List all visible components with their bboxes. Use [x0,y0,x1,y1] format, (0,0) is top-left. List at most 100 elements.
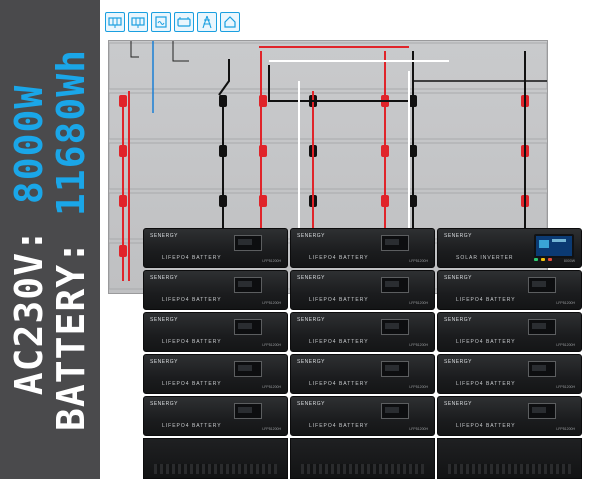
source-icon-bar [105,12,240,34]
unit-brand: SENERGY [297,275,325,281]
positive-wire [122,91,130,281]
positive-wire [260,51,386,241]
unit-brand: SENERGY [150,317,178,323]
battery-module: SENERGY LIFEPO4 BATTERY LFP51200H [143,270,288,310]
unit-brand: SENERGY [444,317,472,323]
unit-model-code: LFP51200H [409,259,428,263]
unit-model: LIFEPO4 BATTERY [162,297,222,303]
battery-module: SENERGY LIFEPO4 BATTERY LFP51200H [437,270,582,310]
unit-model: LIFEPO4 BATTERY [309,423,369,429]
battery-module: SENERGY LIFEPO4 BATTERY LFP51200H [437,396,582,436]
battery-display [381,361,409,377]
unit-model: LIFEPO4 BATTERY [309,381,369,387]
negative-wire [218,51,526,241]
battery-module: SENERGY LIFEPO4 BATTERY LFP51200H [143,396,288,436]
unit-model-code: LFP51200H [409,427,428,431]
unit-model-code: LFP51200H [556,343,575,347]
battery-display [381,277,409,293]
ac-power-label: AC230V: [7,228,51,396]
solar-panel-icon [128,12,148,32]
ac-power-line: AC230V: 8000W [7,5,51,475]
unit-model-code: 8000W [563,259,575,263]
battery-capacity-label: BATTERY: [49,240,93,432]
spec-banner: AC230V: 8000W BATTERY: 11680Wh [0,0,100,479]
spec-banner-text: AC230V: 8000W BATTERY: 11680Wh [7,5,93,475]
battery-display [528,277,556,293]
status-leds [534,258,552,261]
unit-brand: SENERGY [150,275,178,281]
unit-model-code: LFP51200H [409,343,428,347]
unit-model: SOLAR INVERTER [456,255,514,261]
battery-module: SENERGY LIFEPO4 BATTERY LFP51200H [290,312,435,352]
stack-base [437,438,582,479]
solar-panel-icon [105,12,125,32]
unit-model-code: LFP51200H [262,259,281,263]
battery-display [234,319,262,335]
battery-module: SENERGY LIFEPO4 BATTERY LFP51200H [143,312,288,352]
battery-display [381,403,409,419]
battery-display [381,235,409,251]
unit-model: LIFEPO4 BATTERY [309,339,369,345]
unit-model: LIFEPO4 BATTERY [309,297,369,303]
battery-display [234,235,262,251]
unit-model-code: LFP51200H [262,385,281,389]
battery-module: SENERGY LIFEPO4 BATTERY LFP51200H [290,228,435,268]
neutral-wire [269,60,449,241]
unit-model: LIFEPO4 BATTERY [456,297,516,303]
unit-model: LIFEPO4 BATTERY [162,423,222,429]
battery-module: SENERGY LIFEPO4 BATTERY LFP51200H [143,228,288,268]
battery-display [528,361,556,377]
generator-icon [174,12,194,32]
unit-model-code: LFP51200H [262,301,281,305]
battery-display [381,319,409,335]
unit-model: LIFEPO4 BATTERY [162,339,222,345]
unit-brand: SENERGY [150,401,178,407]
unit-brand: SENERGY [297,233,325,239]
battery-rail-2 [109,142,547,190]
unit-brand: SENERGY [444,401,472,407]
unit-model: LIFEPO4 BATTERY [456,381,516,387]
unit-model: LIFEPO4 BATTERY [456,423,516,429]
battery-capacity-value: 11680Wh [49,48,93,217]
inverter-icon [151,12,171,32]
battery-module: SENERGY LIFEPO4 BATTERY LFP51200H [290,396,435,436]
unit-model-code: LFP51200H [556,385,575,389]
ac-power-value: 8000W [7,84,51,205]
unit-model-code: LFP51200H [556,427,575,431]
grid-tower-icon [197,12,217,32]
home-icon [220,12,240,32]
battery-module: SENERGY LIFEPO4 BATTERY LFP51200H [290,270,435,310]
stack-base [143,438,288,479]
unit-brand: SENERGY [444,233,472,239]
control-wire [130,41,189,62]
battery-display [234,361,262,377]
stack-base [290,438,435,479]
unit-model-code: LFP51200H [262,343,281,347]
battery-display [234,277,262,293]
unit-brand: SENERGY [444,359,472,365]
unit-model-code: LFP51200H [409,301,428,305]
unit-brand: SENERGY [297,317,325,323]
battery-display [528,319,556,335]
unit-model: LIFEPO4 BATTERY [309,255,369,261]
unit-model-code: LFP51200H [262,427,281,431]
unit-model-code: LFP51200H [556,301,575,305]
battery-rail-1 [109,92,547,140]
battery-display [528,403,556,419]
inverter-display [534,234,574,258]
unit-model: LIFEPO4 BATTERY [456,339,516,345]
battery-module: SENERGY LIFEPO4 BATTERY LFP51200H [437,354,582,394]
unit-brand: SENERGY [444,275,472,281]
unit-model: LIFEPO4 BATTERY [162,255,222,261]
battery-display [234,403,262,419]
unit-brand: SENERGY [297,401,325,407]
unit-model-code: LFP51200H [409,385,428,389]
battery-capacity-line: BATTERY: 11680Wh [49,5,93,475]
unit-model: LIFEPO4 BATTERY [162,381,222,387]
unit-brand: SENERGY [297,359,325,365]
unit-brand: SENERGY [150,233,178,239]
battery-module: SENERGY LIFEPO4 BATTERY LFP51200H [437,312,582,352]
battery-rail-0 [109,42,547,90]
